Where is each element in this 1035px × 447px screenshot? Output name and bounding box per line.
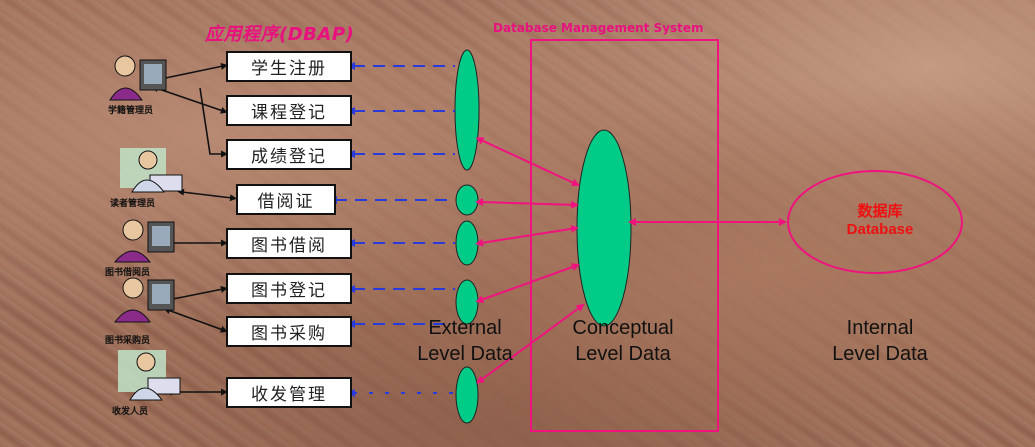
user-figure-5 (118, 350, 181, 401)
user-link-4b (163, 307, 228, 333)
arrow-ext2-concept (475, 198, 579, 209)
user-label-registrar: 学籍管理员 (108, 106, 154, 116)
external-ellipse-3 (455, 220, 479, 266)
conceptual-level-label: Conceptual Level Data (548, 315, 698, 367)
user-label-purchasing-clerk: 图书采购员 (105, 336, 151, 346)
arrow-ext3-concept (475, 224, 579, 247)
external-ellipse-2 (455, 184, 479, 216)
database-label-en: Database (846, 221, 914, 238)
app-box-book-borrowing: 图书借阅 (226, 228, 352, 259)
app-box-grade-registration: 成绩登记 (226, 139, 352, 170)
app-box-course-registration: 课程登记 (226, 95, 352, 126)
app-box-book-registration: 图书登记 (226, 273, 352, 304)
conceptual-level-line1: Conceptual (572, 317, 674, 339)
conceptual-ellipse (576, 129, 632, 327)
dbms-title: Database Management System (493, 21, 704, 35)
arrow-ext1-concept (475, 137, 580, 187)
external-level-label: External Level Data (390, 315, 540, 367)
user-link-4a (163, 285, 228, 304)
database-ellipse (787, 170, 963, 274)
arrow-ext4-concept (475, 263, 580, 304)
app-programs-title: 应用程序(DBAP) (205, 24, 355, 45)
user-label-reader-admin: 读者管理员 (110, 199, 156, 209)
app-box-library-card: 借阅证 (236, 184, 336, 215)
conceptual-level-line2: Level Data (575, 343, 671, 365)
external-level-line2: Level Data (417, 343, 513, 365)
internal-level-line1: Internal (846, 317, 914, 339)
internal-level-label: Internal Level Data (805, 315, 955, 367)
app-box-student-registration: 学生注册 (226, 51, 352, 82)
user-link-1b (151, 85, 228, 114)
app-box-dispatch-management: 收发管理 (226, 377, 352, 408)
database-label: 数据库 Database (790, 200, 970, 238)
external-level-line1: External (428, 317, 502, 339)
user-link-1a (151, 62, 228, 84)
user-figure-4 (113, 277, 175, 323)
user-link-1c (199, 87, 228, 158)
user-figure-3 (113, 219, 175, 263)
user-label-dispatch-staff: 收发人员 (112, 407, 149, 417)
external-ellipse-1 (454, 49, 480, 171)
internal-level-line2: Level Data (832, 343, 928, 365)
user-figure-1 (109, 55, 167, 101)
user-label-borrowing-clerk: 图书借阅员 (105, 268, 151, 278)
database-label-zh: 数据库 (857, 202, 903, 220)
app-box-book-purchasing: 图书采购 (226, 316, 352, 347)
user-figure-2 (120, 148, 183, 193)
external-ellipse-5 (455, 366, 479, 424)
arrow-ext5-concept (476, 303, 585, 384)
user-link-2 (177, 188, 237, 202)
